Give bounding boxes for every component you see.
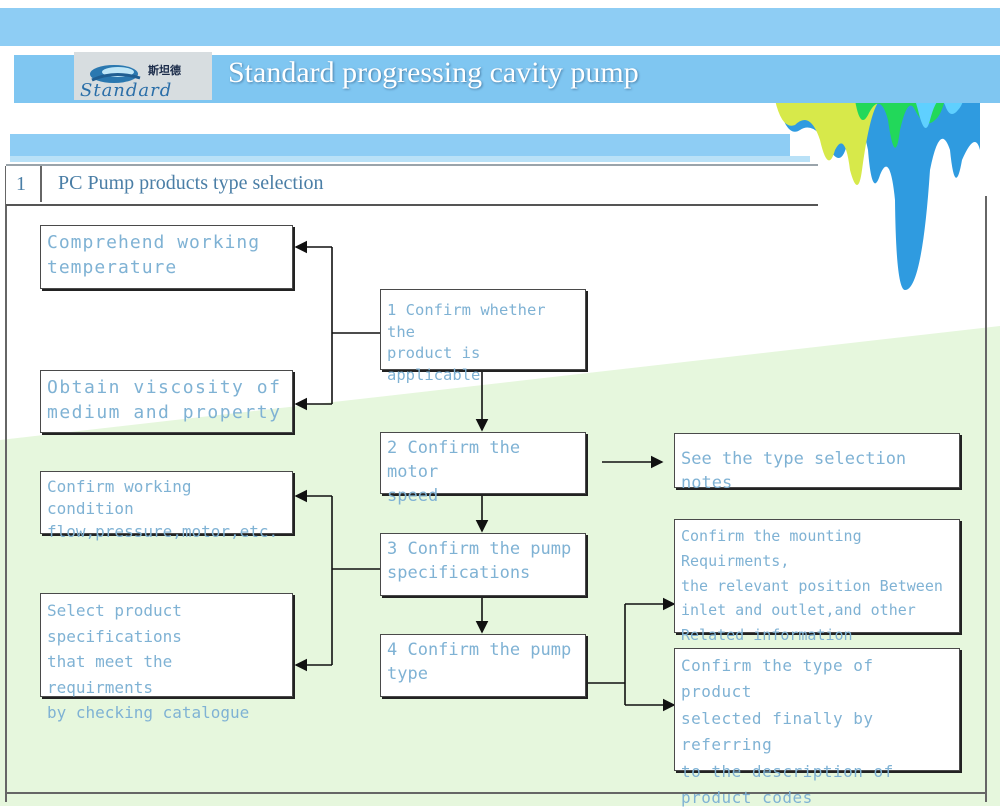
node-working-temperature: Comprehend working temperature: [40, 225, 293, 289]
logo-swoosh-icon: [90, 65, 141, 83]
node-select-specs: Select product specifications that meet …: [40, 593, 293, 722]
section-number: 1: [16, 173, 26, 195]
logo-text-chinese: 斯坦德: [148, 64, 181, 77]
section-title: PC Pump products type selection: [58, 172, 324, 194]
node-step2-label: 2 Confirm the motor speed: [387, 438, 521, 506]
node-step3-pump-specs: 3 Confirm the pump specifications: [380, 533, 586, 596]
node-step3-label: 3 Confirm the pump specifications: [387, 539, 572, 583]
node-selection-notes-label: See the type selection notes: [681, 449, 907, 493]
section-header: [6, 164, 818, 206]
node-working-condition: Confirm working condition flow,pressure,…: [40, 471, 293, 541]
page-title: Standard progressing cavity pump: [228, 56, 639, 89]
section-divider: [40, 166, 42, 202]
node-step2-motor-speed: 2 Confirm the motor speed: [380, 432, 586, 506]
node-viscosity-label: Obtain viscosity of medium and property: [47, 377, 282, 424]
node-viscosity: Obtain viscosity of medium and property: [40, 370, 293, 433]
logo-text-english: Standard: [80, 80, 173, 101]
frame-border-left: [5, 166, 7, 802]
banner-lower-stripe: [10, 134, 790, 158]
node-product-code-label: Confirm the type of product selected fin…: [681, 656, 894, 807]
node-step1-applicable: 1 Confirm whether the product is applica…: [380, 289, 586, 384]
node-working-temperature-label: Comprehend working temperature: [47, 232, 261, 279]
node-step1-label: 1 Confirm whether the product is applica…: [387, 301, 546, 385]
node-step4-pump-type: 4 Confirm the pump type: [380, 634, 586, 697]
node-selection-notes: See the type selection notes: [674, 433, 960, 493]
node-mounting-requirements: Confirm the mounting Requirments, the re…: [674, 519, 960, 644]
node-working-condition-label: Confirm working condition flow,pressure,…: [47, 477, 279, 541]
company-logo: [74, 52, 212, 100]
node-step4-label: 4 Confirm the pump type: [387, 640, 572, 684]
banner-top-stripe: [0, 8, 1000, 46]
node-product-code: Confirm the type of product selected fin…: [674, 648, 960, 807]
banner-lower-stripe-light: [10, 156, 810, 162]
frame-border-right: [985, 196, 987, 802]
node-select-specs-label: Select product specifications that meet …: [47, 601, 250, 723]
node-mounting-label: Confirm the mounting Requirments, the re…: [681, 527, 943, 644]
frame-border-bottom: [5, 792, 987, 794]
